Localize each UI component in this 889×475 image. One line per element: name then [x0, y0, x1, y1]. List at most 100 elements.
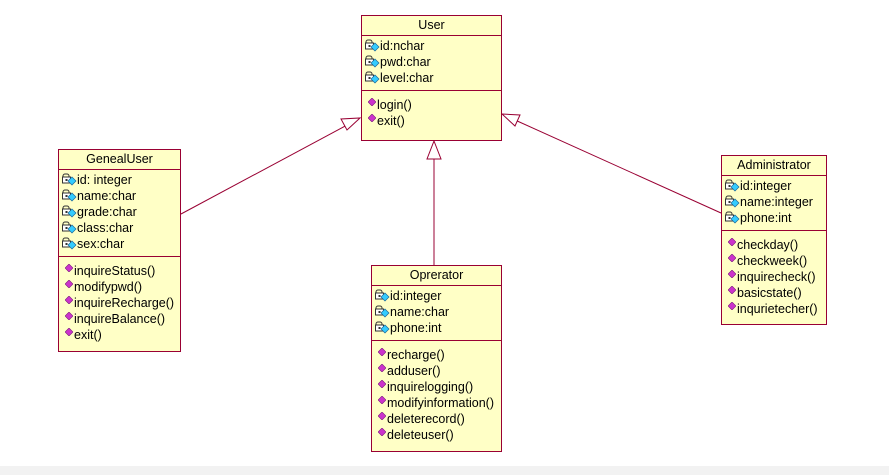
public-operation-icon	[728, 302, 736, 310]
private-attribute-icon	[375, 305, 390, 318]
public-operation-icon	[728, 254, 736, 262]
operation-text: inquireStatus()	[74, 264, 156, 278]
operation-text: exit()	[74, 328, 102, 342]
operation-text: login()	[377, 98, 412, 112]
operation-row[interactable]: exit()	[65, 327, 180, 343]
operation-text: checkday()	[737, 238, 799, 252]
generalization-arrowhead-administrator	[500, 113, 521, 127]
attribute-text: grade:char	[77, 205, 137, 219]
attribute-row[interactable]: sex:char	[62, 236, 180, 252]
private-attribute-icon	[365, 55, 380, 68]
attribute-row[interactable]: name:char	[62, 188, 180, 204]
operation-row[interactable]: modifyinformation()	[378, 395, 501, 411]
operation-text: recharge()	[387, 348, 445, 362]
private-attribute-icon	[62, 189, 77, 202]
attribute-text: id: integer	[77, 173, 132, 187]
private-attribute-icon	[365, 39, 380, 52]
class-name: User	[362, 16, 501, 36]
operation-row[interactable]: checkweek()	[728, 253, 826, 269]
public-operation-icon	[378, 348, 386, 356]
operation-row[interactable]: inquirelogging()	[378, 379, 501, 395]
operation-text: deleterecord()	[387, 412, 465, 426]
generalization-arrowhead-genealuser	[340, 117, 362, 131]
operation-text: inqurietecher()	[737, 302, 818, 316]
operation-row[interactable]: inquireBalance()	[65, 311, 180, 327]
attribute-row[interactable]: id:nchar	[365, 38, 501, 54]
private-attribute-icon	[725, 179, 740, 192]
operation-text: deleteuser()	[387, 428, 454, 442]
operation-row[interactable]: basicstate()	[728, 285, 826, 301]
attribute-row[interactable]: grade:char	[62, 204, 180, 220]
attribute-text: name:char	[390, 305, 450, 319]
attribute-text: phone:int	[740, 211, 792, 225]
attribute-row[interactable]: id:integer	[725, 178, 826, 194]
private-attribute-icon	[62, 205, 77, 218]
public-operation-icon	[378, 380, 386, 388]
operation-compartment: checkday() checkweek()inquirecheck()basic…	[722, 231, 826, 319]
operation-row[interactable]: inqurietecher()	[728, 301, 826, 317]
generalization-arrowhead-operator	[426, 139, 442, 160]
operation-row[interactable]: modifypwd()	[65, 279, 180, 295]
attribute-row[interactable]: class:char	[62, 220, 180, 236]
operation-row[interactable]: inquirecheck()	[728, 269, 826, 285]
attribute-text: id:nchar	[380, 39, 425, 53]
attribute-text: sex:char	[77, 237, 125, 251]
operation-text: modifyinformation()	[387, 396, 494, 410]
operation-text: inquireBalance()	[74, 312, 166, 326]
operation-text: inquireRecharge()	[74, 296, 175, 310]
operation-row[interactable]: exit()	[368, 113, 501, 129]
private-attribute-icon	[62, 237, 77, 250]
public-operation-icon	[378, 412, 386, 420]
attribute-row[interactable]: name:char	[375, 304, 501, 320]
operation-row[interactable]: adduser()	[378, 363, 501, 379]
attribute-text: class:char	[77, 221, 134, 235]
operation-text: exit()	[377, 114, 405, 128]
private-attribute-icon	[725, 211, 740, 224]
attribute-row[interactable]: phone:int	[725, 210, 826, 226]
class-name: Administrator	[722, 156, 826, 176]
operation-row[interactable]: login()	[368, 97, 501, 113]
public-operation-icon	[378, 364, 386, 372]
operation-row[interactable]: deleterecord()	[378, 411, 501, 427]
private-attribute-icon	[365, 71, 380, 84]
operation-row[interactable]: inquireRecharge()	[65, 295, 180, 311]
class-genealuser[interactable]: GenealUser id: integer name:char grade:char…	[58, 149, 181, 352]
operation-text: adduser()	[387, 364, 441, 378]
attribute-row[interactable]: name:integer	[725, 194, 826, 210]
operation-compartment: login() exit()	[362, 91, 501, 131]
generalization-genealuser-user	[180, 123, 350, 215]
public-operation-icon	[65, 280, 73, 288]
attribute-row[interactable]: id:integer	[375, 288, 501, 304]
private-attribute-icon	[375, 321, 390, 334]
attribute-row[interactable]: id: integer	[62, 172, 180, 188]
attribute-text: id:integer	[740, 179, 792, 193]
operation-text: modifypwd()	[74, 280, 143, 294]
private-attribute-icon	[62, 221, 77, 234]
attribute-row[interactable]: phone:int	[375, 320, 501, 336]
operation-row[interactable]: checkday()	[728, 237, 826, 253]
generalization-administrator-user	[514, 119, 722, 214]
public-operation-icon	[65, 264, 73, 272]
operation-text: basicstate()	[737, 286, 802, 300]
public-operation-icon	[728, 238, 736, 246]
operation-text: inquirelogging()	[387, 380, 474, 394]
attribute-row[interactable]: pwd:char	[365, 54, 501, 70]
operation-row[interactable]: deleteuser()	[378, 427, 501, 443]
operation-text: checkweek()	[737, 254, 808, 268]
public-operation-icon	[728, 270, 736, 278]
class-name: GenealUser	[59, 150, 180, 170]
attribute-row[interactable]: level:char	[365, 70, 501, 86]
attribute-text: name:char	[77, 189, 137, 203]
class-name: Oprerator	[372, 266, 501, 286]
attribute-text: id:integer	[390, 289, 442, 303]
public-operation-icon	[65, 328, 73, 336]
operation-row[interactable]: inquireStatus()	[65, 263, 180, 279]
operation-row[interactable]: recharge()	[378, 347, 501, 363]
